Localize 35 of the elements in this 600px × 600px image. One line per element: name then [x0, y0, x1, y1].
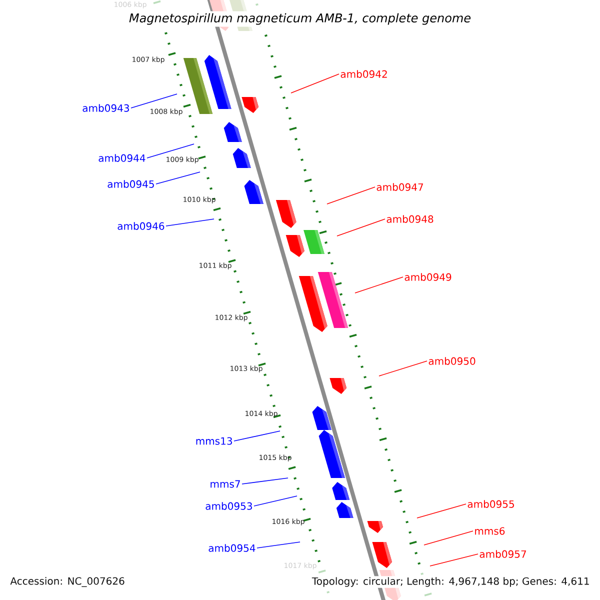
- leader-line: [416, 504, 466, 518]
- gene-label: mms6: [475, 527, 505, 535]
- gene-label: amb0950: [428, 357, 476, 365]
- leader-line: [326, 186, 376, 204]
- leader-line: [424, 530, 474, 546]
- gene-label: mms7: [210, 480, 240, 488]
- gene-label: amb0945: [108, 180, 154, 188]
- leader-line: [354, 276, 404, 294]
- gene-label: amb0955: [468, 500, 514, 508]
- leader-line: [146, 144, 194, 158]
- gene-label: amb0946: [118, 222, 164, 230]
- info-text: Accession: NC_007626: [9, 576, 126, 588]
- info-text: Topology: circular; Length: 4,967,148 bp; Genes: 4,611: [310, 576, 591, 588]
- leader-line: [290, 74, 340, 94]
- leader-line: [254, 496, 298, 506]
- leader-line: [242, 478, 288, 484]
- gene-label: amb0944: [98, 154, 146, 162]
- gene-label: amb0943: [82, 104, 129, 112]
- gene-label: amb0948: [386, 215, 434, 223]
- leader-line: [156, 172, 200, 184]
- leader-line: [430, 554, 478, 566]
- leader-line: [256, 542, 300, 548]
- gene-label: mms13: [196, 437, 232, 445]
- leader-line: [378, 360, 428, 376]
- gene-label: amb0953: [206, 502, 252, 510]
- gene-label: amb0942: [340, 70, 387, 78]
- gene-label: amb0957: [480, 550, 526, 558]
- title: Magnetospirillum magneticum AMB-1, complete genome: [126, 11, 474, 27]
- gene-label: amb0949: [404, 273, 452, 281]
- leader-line: [234, 430, 280, 442]
- gene-label: amb0954: [208, 544, 256, 552]
- leader-line: [166, 218, 214, 226]
- leader-line: [336, 218, 386, 236]
- gene-label: amb0947: [376, 183, 423, 191]
- leader-line: [130, 94, 178, 108]
